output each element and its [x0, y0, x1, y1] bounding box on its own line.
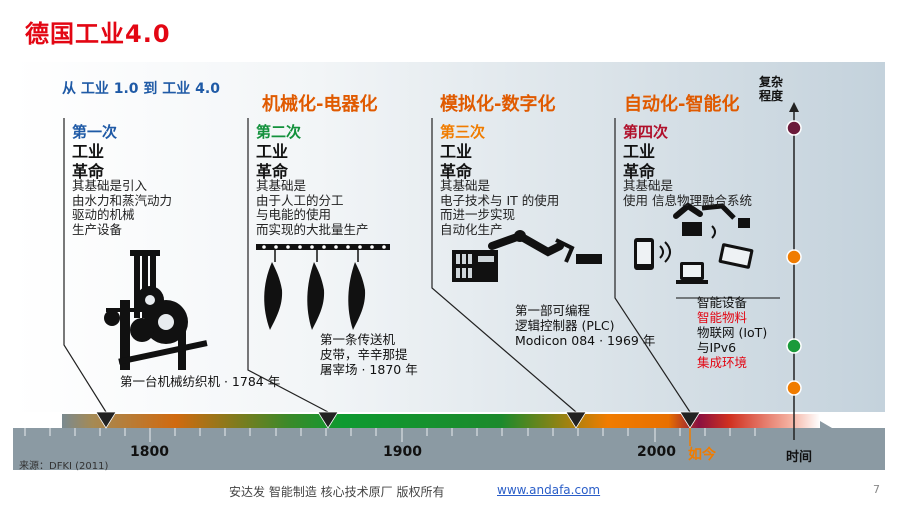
revolution-3-line2: 革命	[440, 162, 473, 181]
source-note: 来源：DFKI (2011)	[19, 461, 109, 472]
year-label-2000: 2000	[637, 444, 676, 460]
desc-line: 其基础是引入	[72, 178, 148, 193]
plc-robot-icon	[452, 230, 602, 282]
revolution-2-line1: 工业	[256, 142, 289, 161]
device-item: 与IPv6	[697, 340, 737, 355]
device-list: 智能设备 智能物料 物联网 (IoT) 与IPv6 集成环境	[697, 295, 767, 370]
milestone-markers	[95, 411, 701, 429]
milestone-line: 第一条传送机	[320, 332, 396, 347]
footer-link[interactable]: www.andafa.com	[497, 483, 601, 497]
milestone-line: 皮带，辛辛那提	[320, 347, 408, 362]
complexity-label: 复杂 程度	[759, 75, 783, 103]
desc-line: 由于人工的分工	[256, 192, 344, 208]
now-label: 如今	[688, 447, 716, 463]
revolution-1-line2: 革命	[72, 162, 105, 181]
milestone-line: 屠宰场 · 1870 年	[320, 362, 418, 377]
milestone-2: 第一条传送机 皮带，辛辛那提 屠宰场 · 1870 年	[320, 332, 418, 377]
desc-line: 驱动的机械	[72, 207, 135, 222]
device-item: 智能设备	[697, 295, 748, 310]
revolution-1-number: 第一次	[72, 123, 118, 141]
revolution-4-line1: 工业	[623, 142, 656, 161]
page-title: 德国工业4.0	[25, 20, 171, 48]
complexity-dot-3	[786, 338, 802, 354]
revolution-2-description: 其基础是 由于人工的分工 与电能的使用 而实现的大批量生产	[256, 178, 369, 237]
desc-line: 其基础是	[440, 178, 491, 193]
complexity-dot-4	[786, 380, 802, 396]
desc-line: 而进一步实现	[440, 207, 516, 222]
desc-line: 由水力和蒸汽动力	[72, 192, 173, 208]
milestone-1: 第一台机械纺织机 · 1784 年	[120, 374, 280, 389]
revolution-3-description: 其基础是 电子技术与 IT 的使用 而进一步实现 自动化生产	[440, 178, 560, 237]
milestone-line: 逻辑控制器 (PLC)	[515, 318, 615, 333]
revolution-1-line1: 工业	[72, 142, 105, 161]
year-label-1800: 1800	[130, 444, 169, 460]
desc-line: 其基础是	[623, 178, 674, 193]
revolution-3: 第三次 工业 革命	[440, 121, 485, 182]
device-item: 智能物料	[697, 310, 748, 325]
subtitle: 从 工业 1.0 到 工业 4.0	[62, 81, 220, 97]
revolution-1: 第一次 工业 革命	[72, 121, 117, 182]
device-item: 物联网 (IoT)	[697, 325, 768, 340]
complexity-label-line1: 复杂	[759, 75, 784, 89]
desc-line: 自动化生产	[440, 221, 503, 237]
page-number: 7	[873, 483, 880, 496]
revolution-4-line2: 革命	[623, 162, 656, 181]
revolution-2-number: 第二次	[256, 123, 302, 141]
era-heading-1: 机械化-电器化	[262, 94, 378, 115]
conveyor-icon	[256, 244, 390, 330]
revolution-1-description: 其基础是引入 由水力和蒸汽动力 驱动的机械 生产设备	[72, 178, 173, 237]
time-axis-arrow	[820, 421, 832, 435]
milestone-line: 第一台机械纺织机 · 1784 年	[120, 374, 281, 389]
complexity-axis-arrow	[789, 102, 799, 112]
device-item: 集成环境	[697, 355, 748, 370]
milestone-3: 第一部可编程 逻辑控制器 (PLC) Modicon 084 · 1969 年	[515, 303, 655, 348]
complexity-label-line2: 程度	[759, 89, 784, 103]
revolution-4-number: 第四次	[623, 123, 669, 141]
desc-line: 电子技术与 IT 的使用	[440, 192, 560, 208]
desc-line: 使用 信息物理融合系统	[623, 192, 752, 208]
progress-gradient-bar	[62, 414, 820, 428]
desc-line: 生产设备	[72, 221, 123, 237]
era-heading-3: 自动化-智能化	[624, 94, 740, 115]
complexity-dot-2	[786, 249, 802, 265]
axis-ticks	[24, 428, 756, 442]
year-label-1900: 1900	[383, 444, 422, 460]
time-axis-label: 时间	[786, 450, 813, 465]
loom-detail-icon	[145, 295, 174, 330]
bracket-lines	[63, 118, 691, 413]
desc-line: 其基础是	[256, 178, 307, 193]
revolution-4: 第四次 工业 革命	[623, 121, 668, 182]
revolution-4-description: 其基础是 使用 信息物理融合系统	[623, 178, 752, 208]
smart-devices-icon	[634, 202, 780, 299]
milestone-line: 第一部可编程	[515, 303, 591, 318]
loom-icon	[104, 250, 208, 370]
desc-line: 而实现的大批量生产	[256, 221, 369, 237]
footer-text: 安达发 智能制造 核心技术原厂 版权所有	[229, 485, 445, 499]
milestone-line: Modicon 084 · 1969 年	[515, 333, 656, 348]
desc-line: 与电能的使用	[256, 207, 332, 222]
revolution-3-line1: 工业	[440, 142, 473, 161]
era-heading-2: 模拟化-数字化	[440, 94, 556, 115]
revolution-2-line2: 革命	[256, 162, 289, 181]
revolution-2: 第二次 工业 革命	[256, 121, 301, 182]
complexity-dot-1	[786, 120, 802, 136]
revolution-3-number: 第三次	[440, 123, 486, 141]
